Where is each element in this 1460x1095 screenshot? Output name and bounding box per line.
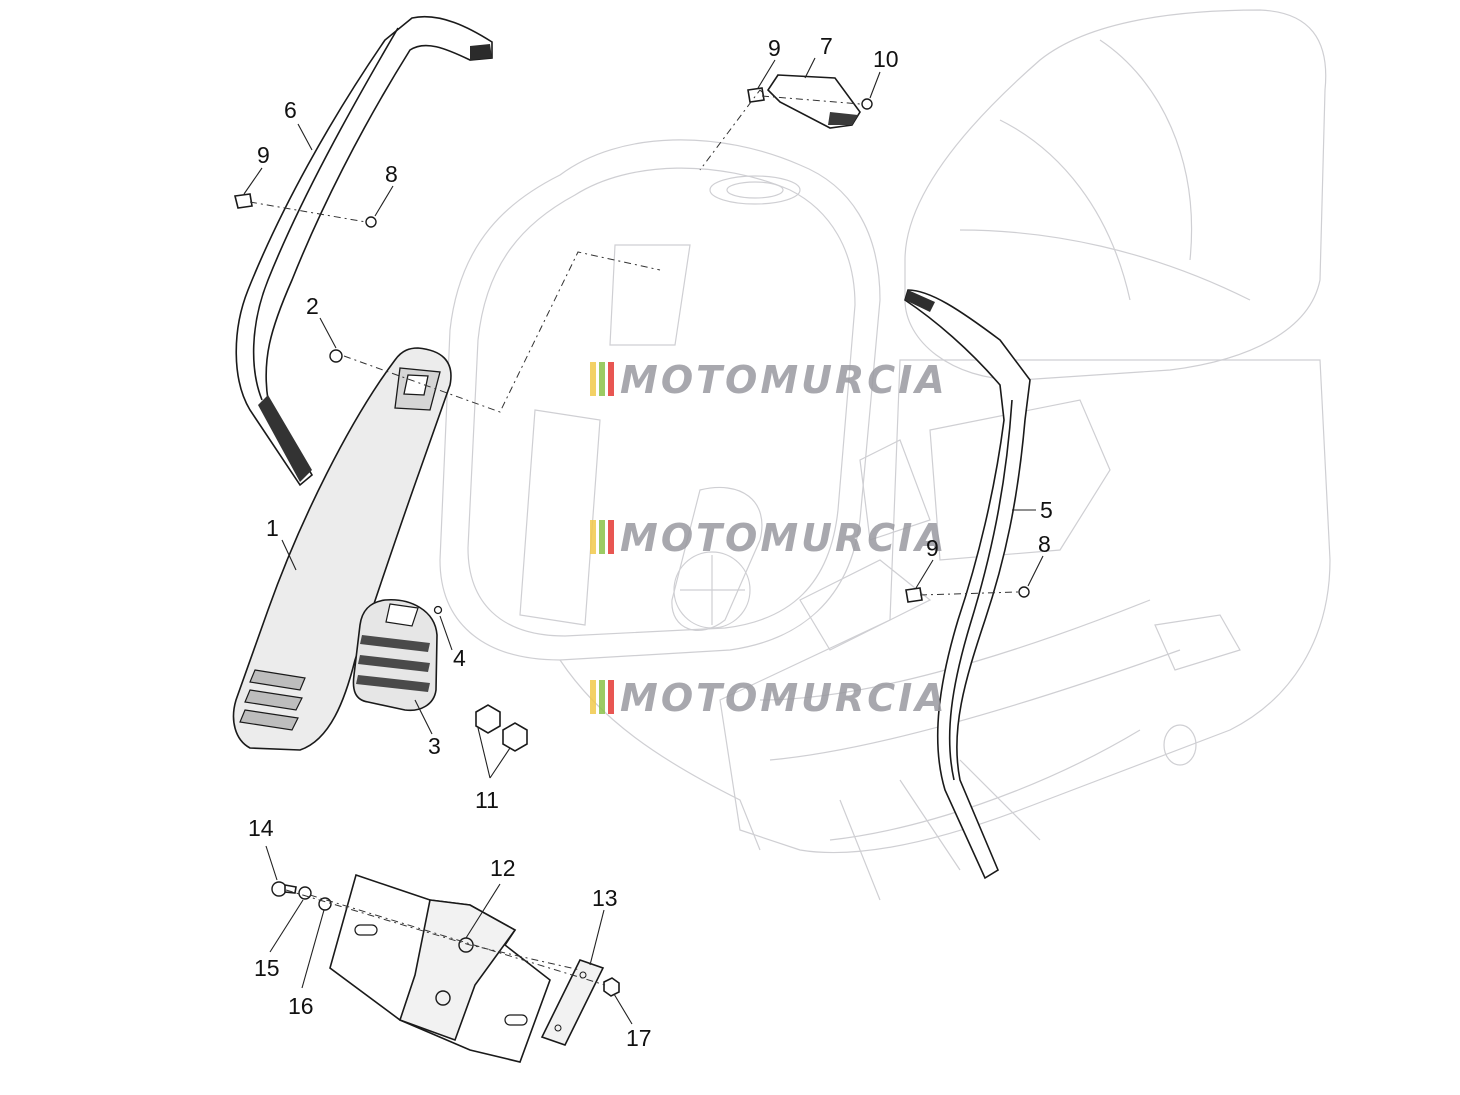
leader-lines (243, 57, 1044, 1025)
part-12-plate-holder (329, 873, 551, 1063)
part-1-horn-cover (232, 347, 452, 751)
callout-16: 16 (288, 993, 314, 1019)
callout-9-right: 9 (926, 535, 939, 561)
callout-5: 5 (1040, 497, 1053, 523)
scooter-body-ghost (439, 9, 1331, 901)
watermark-3: MOTOMURCIA (590, 676, 948, 720)
callout-8-lower: 8 (1038, 531, 1051, 557)
watermark-stripe (590, 520, 596, 554)
callout-10: 10 (873, 46, 899, 72)
hardware-fasteners (234, 87, 1030, 997)
callout-17: 17 (626, 1025, 652, 1051)
callout-3: 3 (428, 733, 441, 759)
part-5-shield-trim-side (904, 289, 1031, 880)
part-6-shield-trim-upper (235, 16, 493, 487)
callout-labels: 1 2 3 4 5 6 7 8 8 9 9 9 10 11 12 13 14 1… (248, 33, 1053, 1051)
callout-9-left: 9 (257, 142, 270, 168)
part-13-plate-bracket (540, 959, 605, 1046)
watermark-1: MOTOMURCIA (590, 358, 948, 402)
callout-13: 13 (592, 885, 618, 911)
callout-4: 4 (453, 645, 466, 671)
part-3-grille (352, 599, 438, 712)
watermark-text: MOTOMURCIA (620, 516, 948, 560)
callout-15: 15 (254, 955, 280, 981)
watermarks: MOTOMURCIA MOTOMURCIA MOTOMURCIA (590, 358, 948, 720)
watermark-stripe (599, 680, 605, 714)
callout-14: 14 (248, 815, 274, 841)
callout-12: 12 (490, 855, 516, 881)
callout-8-upper: 8 (385, 161, 398, 187)
watermark-stripe (608, 680, 614, 714)
assembly-lines (249, 89, 1019, 986)
watermark-stripe (599, 520, 605, 554)
watermark-stripe (599, 362, 605, 396)
watermark-stripe (590, 362, 596, 396)
watermark-text: MOTOMURCIA (620, 676, 948, 720)
watermark-stripe (608, 362, 614, 396)
callout-2: 2 (306, 293, 319, 319)
callout-9-top: 9 (768, 35, 781, 61)
watermark-stripe (608, 520, 614, 554)
callout-6: 6 (284, 97, 297, 123)
callout-7: 7 (820, 33, 833, 59)
watermark-text: MOTOMURCIA (620, 358, 948, 402)
callout-11: 11 (475, 787, 499, 813)
watermark-2: MOTOMURCIA (590, 516, 948, 560)
part-7-bracket (766, 74, 861, 129)
watermark-stripe (590, 680, 596, 714)
callout-1: 1 (266, 515, 279, 541)
